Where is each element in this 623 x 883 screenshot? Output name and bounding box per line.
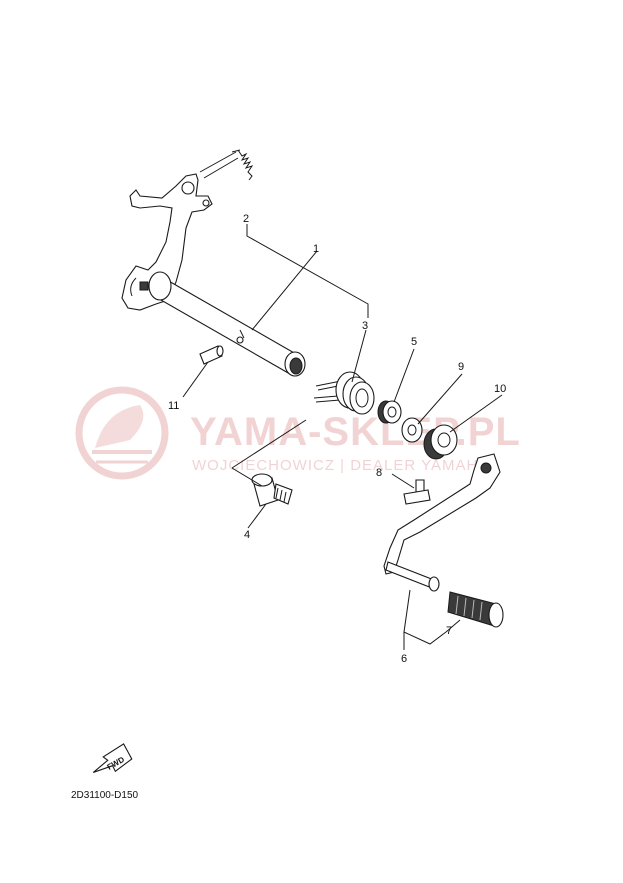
fwd-arrow-icon: FWD	[92, 743, 133, 773]
callout-10: 10	[494, 383, 506, 395]
leader-lines	[182, 224, 503, 650]
watermark: YAMA-SKLEP.PL WOJCIECHOWICZ | DEALER YAM…	[75, 386, 521, 480]
callout-4: 4	[244, 529, 250, 541]
callout-11: 11	[168, 400, 179, 412]
watermark-tagline: WOJCIECHOWICZ | DEALER YAMAHA	[192, 457, 489, 474]
callout-7: 7	[446, 625, 452, 637]
callout-5: 5	[411, 336, 417, 348]
part-5-collar	[377, 400, 402, 424]
part-10-oil-seal	[423, 424, 458, 460]
watermark-name: YAMA-SKLEP.PL	[190, 410, 521, 454]
diagram-code: 2D31100-D150	[71, 790, 139, 801]
callout-9: 9	[458, 361, 464, 373]
part-4-stud-bolt	[251, 473, 293, 507]
part-2-spring	[199, 149, 254, 181]
part-7-rubber	[447, 591, 504, 628]
callout-6: 6	[401, 653, 407, 665]
part-3-torsion-spring	[313, 371, 375, 415]
part-8-bolt	[403, 479, 431, 505]
callouts: 1 2 3 4 5 6 7 8 9 10 11	[168, 213, 506, 665]
part-1-shift-arm	[121, 173, 306, 377]
part-11-pin	[199, 345, 224, 365]
callout-8: 8	[376, 467, 382, 479]
watermark-logo	[75, 386, 169, 480]
callout-3: 3	[362, 320, 368, 332]
callout-1: 1	[313, 243, 319, 255]
part-6-shift-pedal	[383, 453, 501, 592]
part-9-washer	[401, 417, 423, 443]
callout-2: 2	[243, 213, 249, 225]
